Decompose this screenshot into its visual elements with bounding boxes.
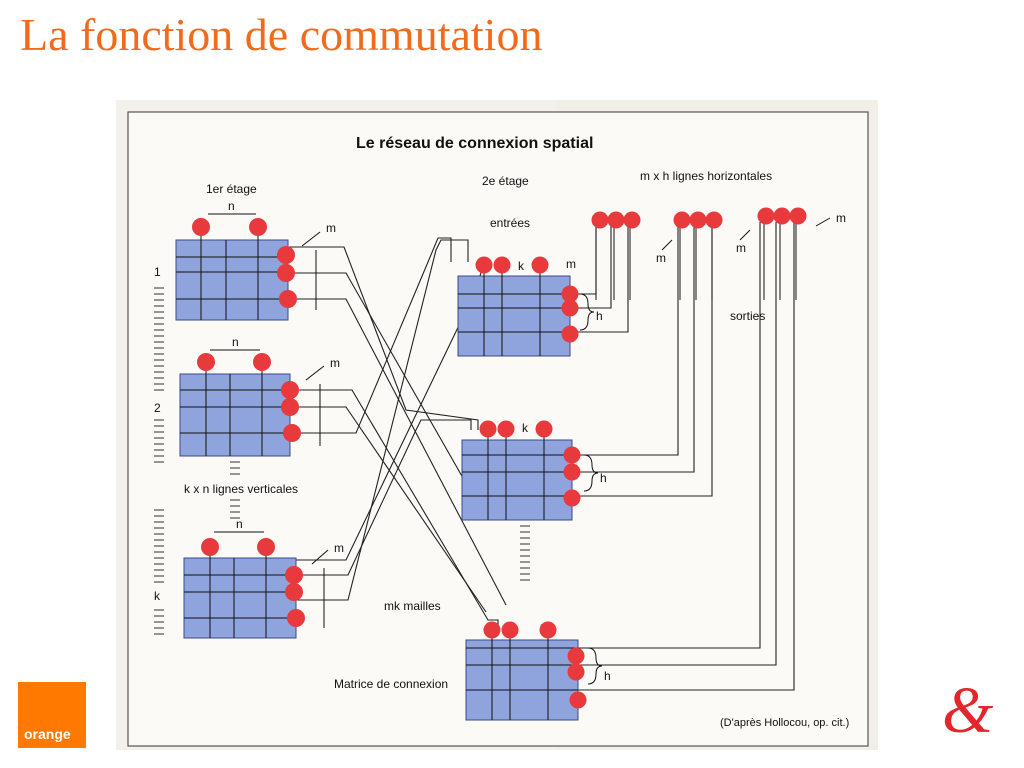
- m-label-5: m: [656, 251, 666, 265]
- output-groups: m m m: [591, 207, 846, 300]
- k-label-1: k: [518, 259, 525, 273]
- m-label-7: m: [836, 211, 846, 225]
- orange-logo-text: orange: [24, 726, 71, 742]
- h-label-1: h: [596, 309, 603, 323]
- matrix-label: Matrice de connexion: [334, 677, 448, 691]
- ampersand-logo: &: [942, 674, 994, 747]
- stage1-block-k: n m: [183, 517, 344, 639]
- meshes-label: mk mailles: [384, 599, 441, 613]
- slide-title: La fonction de commutation: [20, 9, 543, 60]
- stage1-block-1: n m: [175, 199, 336, 321]
- source-label: (D'après Hollocou, op. cit.): [720, 717, 849, 729]
- h-label-3: h: [604, 669, 611, 683]
- n-label-2: n: [232, 335, 239, 349]
- orange-logo: orange: [18, 682, 86, 748]
- stage2-block-2: k h: [461, 420, 607, 521]
- stage1-block-2: n m: [179, 335, 340, 457]
- m-label-3: m: [334, 541, 344, 555]
- spatial-network-diagram: Le réseau de connexion spatial 1er étage…: [127, 100, 878, 750]
- k-label-2: k: [522, 421, 529, 435]
- left-scale-ticks: [154, 287, 164, 635]
- m-label-2: m: [330, 356, 340, 370]
- diagram-scan: Le réseau de connexion spatial 1er étage…: [116, 100, 878, 750]
- stage1-label: 1er étage: [206, 182, 257, 196]
- stage2-block-1: k h m: [457, 256, 603, 357]
- n-label-1: n: [228, 199, 235, 213]
- m-label-6: m: [736, 241, 746, 255]
- row-label-2: 2: [154, 401, 161, 415]
- stage2-label: 2e étage: [482, 174, 529, 188]
- m-label-1: m: [326, 221, 336, 235]
- m-label-4: m: [566, 257, 576, 271]
- row-label-k: k: [154, 589, 161, 603]
- h-label-2: h: [600, 471, 607, 485]
- horizontal-lines-label: m x h lignes horizontales: [640, 169, 772, 183]
- stage2-block-k: k h: [465, 621, 611, 721]
- row-label-1: 1: [154, 265, 161, 279]
- diagram-title: Le réseau de connexion spatial: [356, 135, 593, 152]
- n-label-3: n: [236, 517, 243, 531]
- vertical-lines-label: k x n lignes verticales: [184, 482, 298, 496]
- outputs-label: sorties: [730, 309, 765, 323]
- inputs-label: entrées: [490, 216, 530, 230]
